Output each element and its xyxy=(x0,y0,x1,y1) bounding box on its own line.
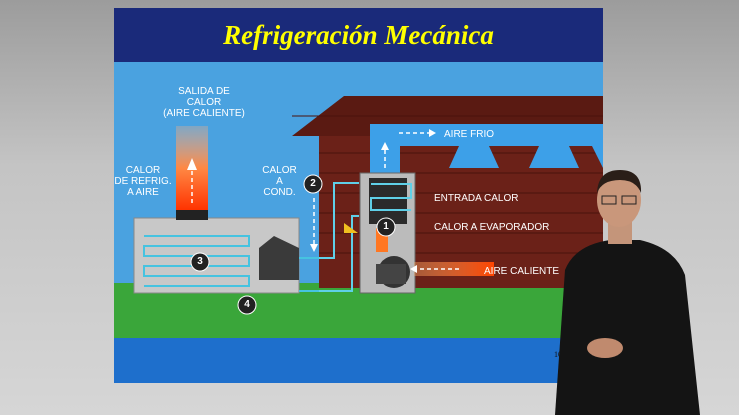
presenter-glasses-left xyxy=(601,195,617,205)
presenter-hands xyxy=(587,338,623,358)
up-air-arrowhead xyxy=(381,142,389,150)
label-calor-evaporador: CALOR A EVAPORADOR xyxy=(434,222,550,233)
step-number-3: 3 xyxy=(197,256,203,267)
step-number-4: 4 xyxy=(244,299,250,310)
presenter-hair xyxy=(597,170,642,193)
cold-air-arrowhead xyxy=(429,129,436,137)
step-number-1: 1 xyxy=(383,221,389,232)
presenter-head xyxy=(597,173,641,227)
diffuser-1 xyxy=(449,146,499,168)
indoor-pipes xyxy=(319,182,412,292)
step-circle-1 xyxy=(376,217,396,237)
compressor xyxy=(259,236,299,280)
cond-arrowhead xyxy=(310,244,318,252)
condenser-fan xyxy=(176,208,208,220)
step-number-2: 2 xyxy=(310,178,316,189)
cold-air-duct xyxy=(376,124,603,146)
hot-air-arrowhead xyxy=(410,265,417,273)
step-circle-3 xyxy=(190,252,210,272)
expansion-valve xyxy=(344,223,358,233)
plume-arrowhead xyxy=(187,158,197,170)
slide-title: Refrigeración Mecánica xyxy=(223,20,494,50)
label-entrada-calor: ENTRADA CALOR xyxy=(434,193,519,204)
hot-air-stream xyxy=(414,262,494,276)
label-aire-frio: AIRE FRIO xyxy=(444,129,495,140)
title-bar xyxy=(114,8,603,62)
step-circle-4 xyxy=(237,295,257,315)
slide-diagram xyxy=(114,8,603,383)
label-salida-calor: SALIDA DE CALOR (AIRE CALIENTE) xyxy=(163,86,245,119)
label-calor-cond: CALOR A COND. xyxy=(262,165,297,198)
label-aire-caliente: AIRE CALIENTE xyxy=(484,266,560,277)
blower-motor xyxy=(376,264,406,284)
condenser-coil xyxy=(143,235,319,292)
presenter-glasses-right xyxy=(621,195,637,205)
page-number: 10 xyxy=(554,350,562,359)
presenter-torso xyxy=(555,240,700,415)
water xyxy=(114,338,603,383)
diffuser-2 xyxy=(529,146,579,168)
evaporator-coil xyxy=(369,178,407,224)
slide: Refrigeración Mecánica SALIDA DE CALOR (… xyxy=(114,8,603,383)
label-calor-refrig: CALOR DE REFRIG. A AIRE xyxy=(114,165,172,198)
diffuser-3 xyxy=(592,146,603,168)
step-circle-2 xyxy=(303,174,323,194)
